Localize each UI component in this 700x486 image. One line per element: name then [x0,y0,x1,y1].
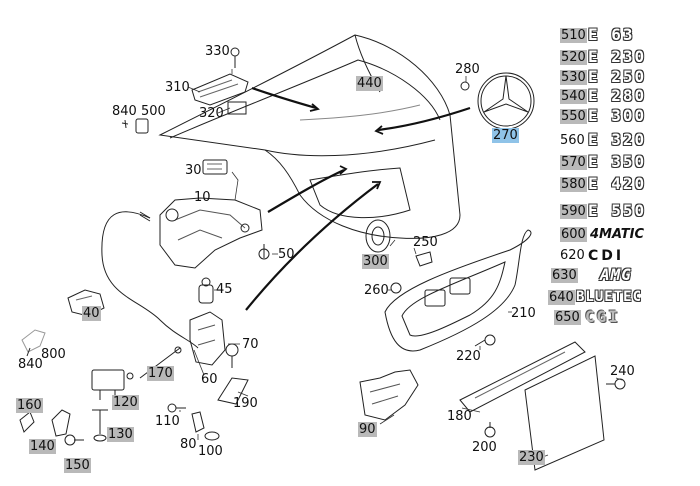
part-label-800: 800 [41,347,66,362]
part-label-140: 140 [29,439,56,454]
emblem-badge: E 300 [588,106,647,125]
part-label-180: 180 [447,409,472,424]
part-label-500: 500 [141,104,166,119]
emblem-number: 650 [554,310,581,325]
part-label-260: 260 [364,283,389,298]
cylinder-45 [198,277,214,304]
emblem-number: 630 [551,268,578,283]
part-label-270: 270 [492,128,519,143]
part-label-200: 200 [472,440,497,455]
part-label-220: 220 [456,349,481,364]
part-label-120: 120 [112,395,139,410]
small-parts-lower-left [19,409,108,446]
screw-200 [484,422,496,438]
trim-panel-210 [384,229,532,352]
emblem-number: 520 [560,50,587,65]
emblem-number: 560 [560,133,585,148]
part-label-840-bottom: 840 [18,357,43,372]
emblem-number: 570 [560,155,587,170]
emblem-badge: E 320 [588,130,647,149]
clip-250 [415,251,433,267]
light-strip-180 [459,341,586,413]
leader-lines [85,69,623,459]
screw-220 [474,334,496,347]
emblem-number: 640 [548,290,575,305]
bracket-800-840 [21,329,46,357]
part-label-150: 150 [64,458,91,473]
part-label-310: 310 [165,80,190,95]
screw-240 [606,378,626,390]
star-emblem [477,72,535,130]
lock-bracket-60 [189,311,226,366]
part-label-90: 90 [358,422,377,437]
emblem-badge: E 280 [588,86,647,105]
part-label-100: 100 [198,444,223,459]
emblem-badge: E 63 [588,25,635,44]
part-label-210: 210 [511,306,536,321]
switch-30 [202,159,228,175]
emblem-badge: E 250 [588,67,647,86]
emblem-badge: CDI [588,248,625,264]
lock-assembly-10 [159,197,263,269]
part-label-45: 45 [216,282,233,297]
small-parts-110-80-100 [167,403,220,441]
emblem-badge: 4MATIC [590,227,645,242]
part-label-110: 110 [155,414,180,429]
bolt-330 [230,47,240,68]
emblem-badge: E 230 [588,47,647,66]
emblem-badge: BLUETEC [576,289,643,305]
part-label-250: 250 [413,235,438,250]
license-plate-230 [524,355,605,471]
part-label-330: 330 [205,44,230,59]
emblem-number: 590 [560,204,587,219]
part-label-130: 130 [107,427,134,442]
part-label-240: 240 [610,364,635,379]
part-label-60: 60 [201,372,218,387]
parts-840-500 [121,118,149,134]
emblem-number: 580 [560,177,587,192]
part-label-230: 230 [518,450,545,465]
part-label-10: 10 [194,190,211,205]
trunk-lid [158,34,461,239]
plate-190 [217,377,249,405]
part-label-160: 160 [16,398,43,413]
emblem-badge: CGI [585,307,620,326]
handle-310 [191,73,249,115]
emblem-number: 550 [560,109,587,124]
part-label-440: 440 [356,76,383,91]
part-label-70: 70 [242,337,259,352]
emblem-number: 530 [560,70,587,85]
pointer-arrows [245,86,471,311]
emblem-badge: AMG [600,265,632,284]
screw-50 [258,244,270,260]
part-label-320: 320 [199,106,224,121]
part-label-50: 50 [278,247,295,262]
emblem-badge: E 420 [588,174,647,193]
emblem-number: 510 [560,28,587,43]
emblem-badge: E 550 [588,201,647,220]
rod-170 [139,347,181,379]
part-label-30: 30 [185,163,202,178]
emblem-number: 600 [560,227,587,242]
release-cable [101,211,199,349]
part-label-280: 280 [455,62,480,77]
part-label-300: 300 [362,254,389,269]
emblem-number: 540 [560,89,587,104]
screw-70 [225,343,239,368]
bolt-260 [390,282,402,294]
bracket-90 [359,369,419,421]
actuator-120 [91,369,134,400]
part-label-190: 190 [233,396,258,411]
emblem-number: 620 [560,248,585,263]
clip-280 [460,81,470,91]
grommet-300 [365,219,391,253]
connector-40 [67,289,105,317]
part-label-170: 170 [147,366,174,381]
part-label-40: 40 [82,306,101,321]
part-label-80: 80 [180,437,197,452]
part-label-840-top: 840 [112,104,137,119]
emblem-badge: E 350 [588,152,647,171]
